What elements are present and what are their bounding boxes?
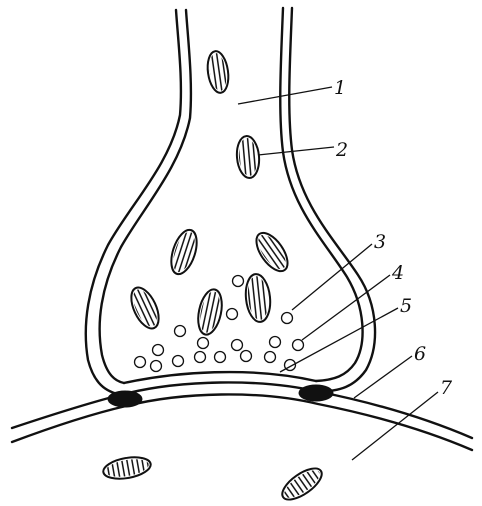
vesicle [282,313,293,324]
vesicle [265,352,276,363]
postsynaptic-membrane-upper [12,382,472,438]
leader-line-2 [258,147,334,155]
vesicle [232,340,243,351]
labels: 1 2 3 4 5 6 7 [334,77,453,399]
synaptic-density-right [299,385,333,401]
vesicle [215,352,226,363]
presynaptic-terminal [86,8,375,395]
vesicle [175,326,186,337]
postsynaptic-cell [12,382,472,450]
mitochondrion [102,454,153,482]
vesicle [153,345,164,356]
label-3: 3 [374,231,386,253]
mitochondrion [205,50,231,94]
vesicle [233,276,244,287]
vesicle [227,309,238,320]
mitochondrion [244,273,273,323]
mitochondrion [166,227,201,278]
label-4: 4 [391,262,404,284]
vesicle [198,338,209,349]
vesicle [135,357,146,368]
mitochondrion [235,135,261,179]
vesicle [293,340,304,351]
synaptic-density-left [108,391,142,407]
synaptic-vesicles [135,276,304,372]
label-6: 6 [414,343,426,365]
leader-line-1 [238,87,332,104]
mitochondria [102,50,327,506]
leader-line-4 [302,275,390,340]
vesicle [151,361,162,372]
label-5: 5 [400,295,412,317]
mitochondrion [126,283,165,332]
mitochondrion [277,463,326,506]
vesicle [195,352,206,363]
vesicle [241,351,252,362]
postsynaptic-membrane-lower [12,394,472,450]
vesicle [173,356,184,367]
leader-line-6 [354,356,412,398]
vesicle [270,337,281,348]
label-2: 2 [335,139,348,161]
label-7: 7 [440,377,453,399]
label-1: 1 [334,77,346,99]
mitochondrion [194,287,225,337]
mitochondrion [250,228,293,277]
